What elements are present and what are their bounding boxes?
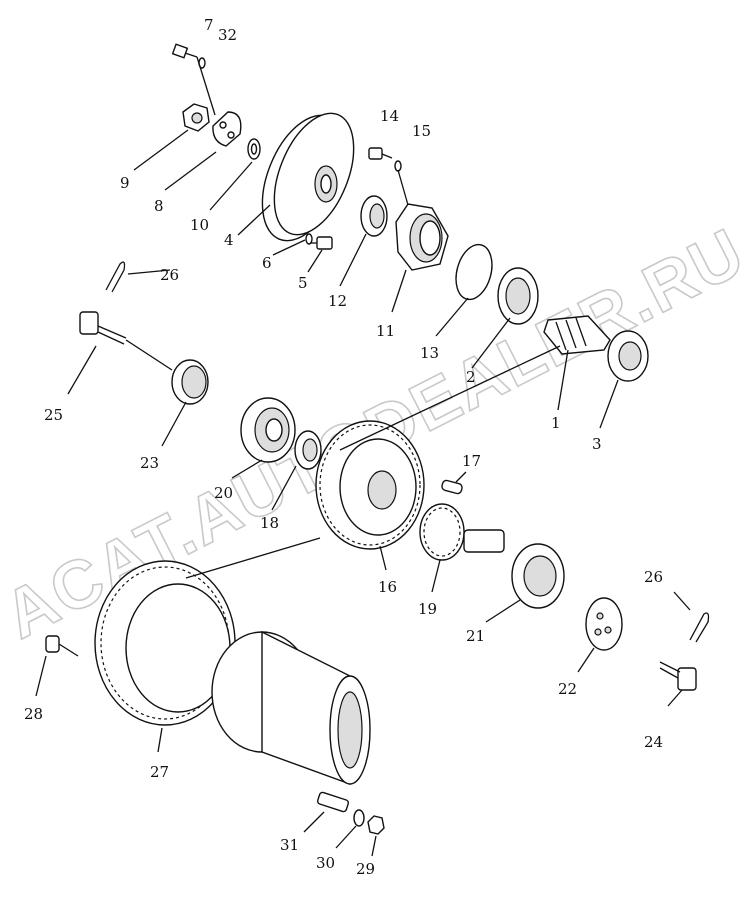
label-30: 30: [316, 854, 335, 872]
washer-15-part: [394, 160, 402, 172]
label-10: 10: [190, 216, 209, 234]
nut-29-part: [367, 815, 385, 835]
label-15: 15: [412, 122, 431, 140]
label-14: 14: [380, 107, 399, 125]
ring-gear-27-part: [94, 560, 236, 726]
bearing-20-part: [240, 397, 296, 463]
bolt-25-part: [79, 311, 127, 345]
label-4: 4: [224, 231, 234, 249]
label-11: 11: [376, 322, 395, 340]
label-1: 1: [551, 414, 561, 432]
plate-22-part: [585, 597, 623, 651]
label-5: 5: [298, 274, 308, 292]
bolt-14-part: [368, 147, 393, 160]
hub-cylinder-part: [211, 630, 371, 785]
housing-11-part: [395, 203, 449, 271]
cap-23-part: [171, 359, 209, 405]
nut-9-part: [182, 103, 210, 132]
label-9: 9: [120, 174, 130, 192]
label-20: 20: [214, 484, 233, 502]
label-12: 12: [328, 292, 347, 310]
label-24: 24: [644, 733, 663, 751]
label-17: 17: [462, 452, 481, 470]
label-23: 23: [140, 454, 159, 472]
label-27: 27: [150, 763, 169, 781]
label-28: 28: [24, 705, 43, 723]
oring-13-part: [455, 243, 493, 301]
label-31: 31: [280, 836, 299, 854]
label-26-top: 26: [160, 266, 179, 284]
bearing-21-part: [511, 543, 565, 609]
label-2: 2: [466, 368, 476, 386]
spacer-18-part: [294, 430, 322, 470]
bolt-5-part: [310, 236, 333, 250]
label-25: 25: [44, 406, 63, 424]
label-19: 19: [418, 600, 437, 618]
cotter-pin-26-right-part: [689, 612, 710, 643]
bolt-7-part: [171, 43, 198, 59]
gear-16-part: [315, 420, 425, 550]
label-21: 21: [466, 627, 485, 645]
washer-30-part: [353, 809, 365, 827]
bolt-28-part: [45, 635, 79, 657]
label-3: 3: [592, 435, 602, 453]
bolt-24-part: [659, 661, 697, 691]
bearing-2-part: [497, 267, 539, 325]
label-6: 6: [262, 254, 272, 272]
pinion-19-part: [419, 503, 505, 561]
label-13: 13: [420, 344, 439, 362]
label-26-right: 26: [644, 568, 663, 586]
label-29: 29: [356, 860, 375, 878]
cover-4-part: [261, 112, 355, 242]
leader-lines: [35, 56, 691, 857]
key-17-part: [441, 479, 463, 495]
label-7: 7: [204, 16, 214, 34]
shaft-1-part: [543, 315, 611, 355]
label-32: 32: [218, 26, 237, 44]
cotter-pin-26-top-part: [105, 261, 126, 293]
washer-6-part: [305, 233, 313, 245]
label-8: 8: [154, 197, 164, 215]
plate-8-part: [212, 111, 242, 147]
label-16: 16: [378, 578, 397, 596]
seal-12-part: [360, 195, 388, 237]
washer-10-part: [247, 138, 261, 160]
label-22: 22: [558, 680, 577, 698]
label-18: 18: [260, 514, 279, 532]
bearing-3-part: [607, 330, 649, 382]
plate-31-part: [316, 791, 350, 813]
